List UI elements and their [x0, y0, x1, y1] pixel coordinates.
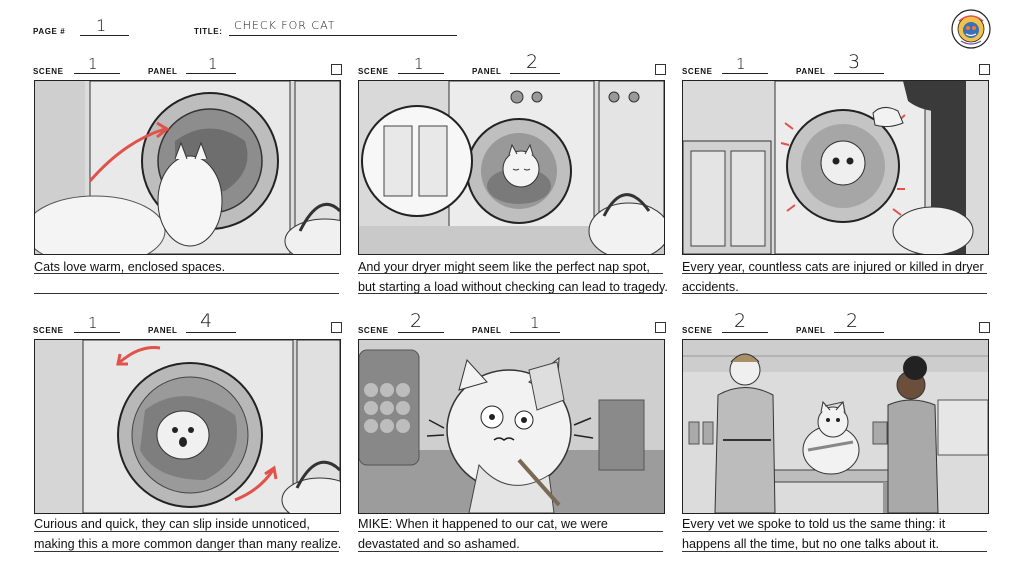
caption-line	[682, 531, 987, 532]
cat-tumbling-dryer-illustration	[35, 340, 340, 513]
panel-caption: Every vet we spoke to told us the same t…	[682, 517, 946, 552]
caption-line	[34, 293, 339, 294]
panel-caption: And your dryer might seem like the perfe…	[358, 260, 668, 295]
scene-line	[74, 73, 120, 74]
panel-value[interactable]: 2	[846, 310, 859, 332]
scene-value[interactable]: 1	[88, 314, 98, 332]
panel-value[interactable]: 4	[200, 310, 213, 332]
scene-label: SCENE	[33, 326, 64, 335]
owners-with-cat-at-vet-illustration	[683, 340, 988, 513]
scene-line	[722, 332, 768, 333]
panel-label: PANEL	[796, 67, 826, 76]
scene-line	[398, 73, 444, 74]
scene-value[interactable]: 1	[88, 55, 98, 73]
storyboard-frame-5	[358, 339, 665, 514]
panel-checkbox[interactable]	[979, 322, 990, 333]
panel-caption: Curious and quick, they can slip inside …	[34, 517, 342, 552]
panel-value[interactable]: 2	[526, 51, 539, 73]
panel-value[interactable]: 1	[530, 314, 540, 332]
page-number-line	[80, 35, 129, 36]
scene-value[interactable]: 2	[410, 310, 423, 332]
caption-line	[358, 551, 663, 552]
page-number-label: PAGE #	[33, 27, 66, 36]
panel-caption: Cats love warm, enclosed spaces.	[34, 260, 226, 274]
scene-value[interactable]: 1	[736, 55, 746, 73]
panel-line	[510, 73, 560, 74]
cat-trapped-dryer-illustration	[683, 81, 988, 254]
cat-climbing-washer-illustration	[35, 81, 340, 254]
panel-checkbox[interactable]	[979, 64, 990, 75]
storyboard-frame-2	[358, 80, 665, 255]
storyboard-frame-6	[682, 339, 989, 514]
title-label: TITLE:	[194, 27, 223, 36]
caption-line	[358, 293, 663, 294]
scene-label: SCENE	[358, 67, 389, 76]
storyboard-frame-4	[34, 339, 341, 514]
panel-label: PANEL	[148, 67, 178, 76]
panel-line	[186, 73, 236, 74]
caption-line	[34, 273, 339, 274]
caption-line	[682, 273, 987, 274]
caption-line	[682, 293, 987, 294]
caption-line	[34, 531, 339, 532]
panel-checkbox[interactable]	[655, 64, 666, 75]
panel-checkbox[interactable]	[655, 322, 666, 333]
scene-line	[722, 73, 768, 74]
panel-label: PANEL	[472, 326, 502, 335]
scene-label: SCENE	[682, 326, 713, 335]
panel-value[interactable]: 1	[208, 55, 218, 73]
panel-line	[510, 332, 560, 333]
panel-caption: Every year, countless cats are injured o…	[682, 260, 984, 295]
panel-line	[834, 73, 884, 74]
bandaged-cat-illustration	[359, 340, 664, 513]
storyboard-frame-3	[682, 80, 989, 255]
title-line	[229, 35, 457, 36]
caption-line	[34, 551, 339, 552]
title-value[interactable]: CHECK FOR CAT	[234, 19, 336, 32]
panel-checkbox[interactable]	[331, 322, 342, 333]
panel-value[interactable]: 3	[848, 51, 861, 73]
panel-checkbox[interactable]	[331, 64, 342, 75]
panel-label: PANEL	[472, 67, 502, 76]
panel-label: PANEL	[148, 326, 178, 335]
scene-label: SCENE	[682, 67, 713, 76]
scene-label: SCENE	[33, 67, 64, 76]
caption-line	[682, 551, 987, 552]
storyboard-frame-1	[34, 80, 341, 255]
check-for-cat-logo	[951, 9, 991, 49]
panel-label: PANEL	[796, 326, 826, 335]
scene-value[interactable]: 1	[414, 55, 424, 73]
panel-caption: MIKE: When it happened to our cat, we we…	[358, 517, 608, 552]
scene-label: SCENE	[358, 326, 389, 335]
panel-line	[186, 332, 236, 333]
scene-line	[74, 332, 120, 333]
caption-line	[358, 531, 663, 532]
page-number-value[interactable]: 1	[96, 16, 107, 35]
caption-line	[358, 273, 663, 274]
scene-value[interactable]: 2	[734, 310, 747, 332]
cat-napping-dryer-illustration	[359, 81, 664, 254]
scene-line	[398, 332, 444, 333]
panel-line	[834, 332, 884, 333]
